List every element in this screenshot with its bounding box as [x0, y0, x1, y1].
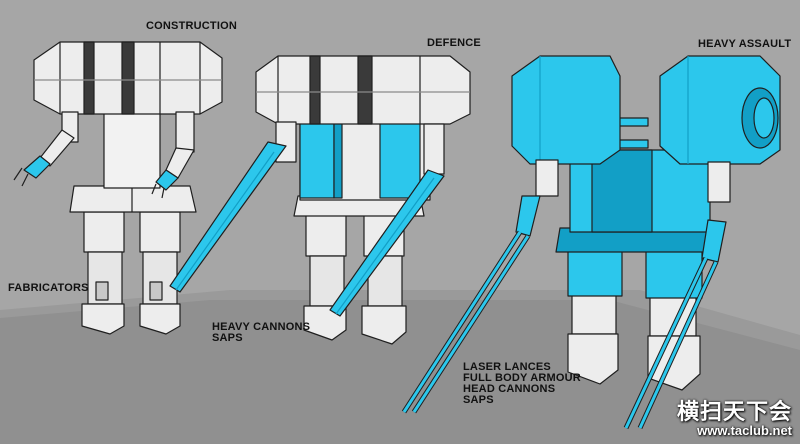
watermark-logo: 横扫天下会 [676, 399, 792, 424]
weapon-label: SAPS [463, 394, 494, 406]
assault-weapons-list: LASER LANCES FULL BODY ARMOUR HEAD CANNO… [463, 362, 581, 406]
label-construction: CONSTRUCTION [146, 20, 238, 32]
weapon-label: HEAVY CANNONS [212, 321, 311, 333]
weapon-label: HEAD CANNONS [463, 383, 556, 395]
heavy-assault-mech [401, 55, 781, 430]
label-heavy-assault: HEAVY ASSAULT [698, 38, 792, 50]
weapon-label: FULL BODY ARMOUR [463, 372, 581, 384]
defence-weapons-list: HEAVY CANNONS SAPS [212, 322, 310, 344]
construction-mech [13, 41, 223, 335]
watermark-url: www.taclub.net [697, 423, 792, 438]
label-defence: DEFENCE [427, 37, 481, 49]
label-fabricators: FABRICATORS [8, 282, 89, 294]
defence-mech [169, 55, 471, 345]
weapon-label: LASER LANCES [463, 361, 551, 373]
watermark: 横扫天下会 www.taclub.net [677, 400, 792, 438]
weapon-label: SAPS [212, 332, 243, 344]
